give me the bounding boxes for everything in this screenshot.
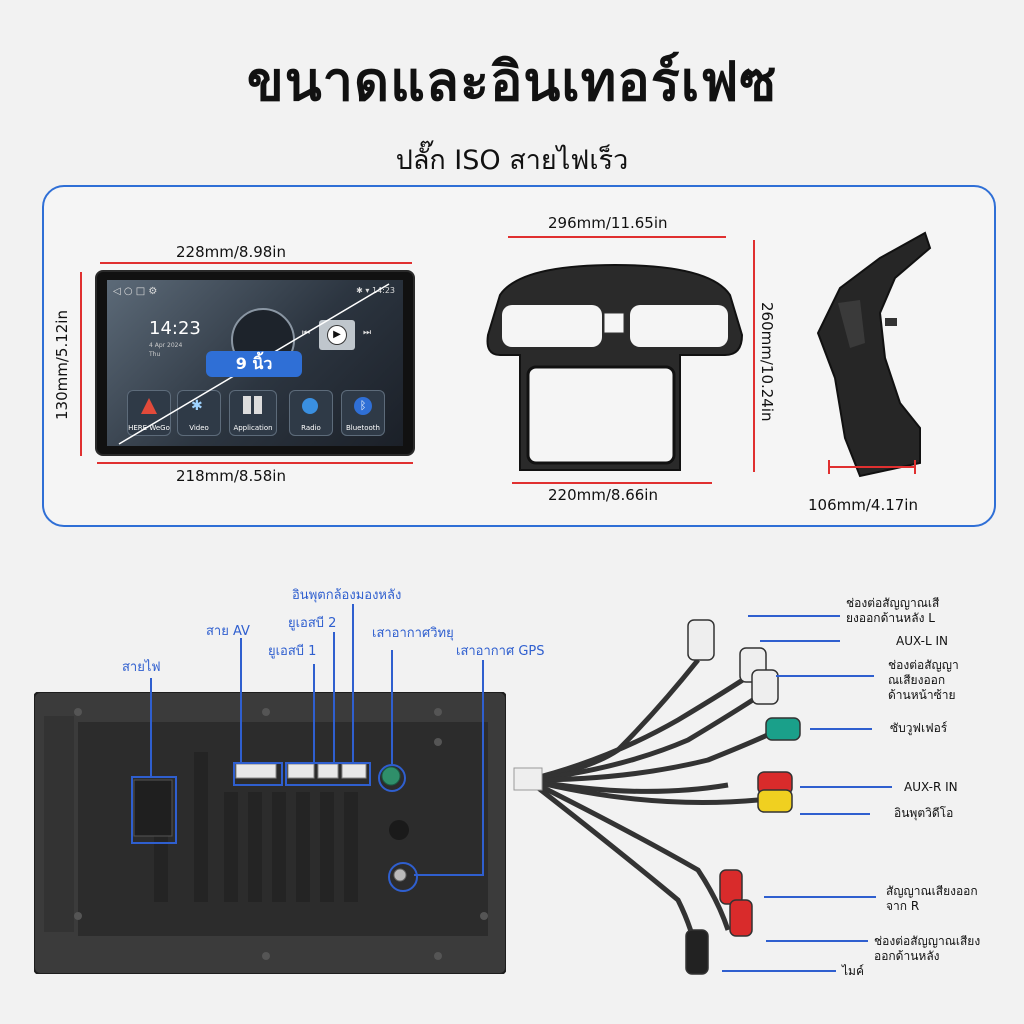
screen-width-top-line (100, 262, 412, 264)
label-rear-out-l: ช่องต่อสัญญาณเสี ยงออกด้านหลัง L (846, 596, 940, 625)
head-unit-screen: ◁ ○ □ ⚙ ✱ ▾ 14:23 14:23 4 Apr 2024 Thu ▶… (97, 272, 413, 454)
dash-frame-front (486, 263, 744, 471)
frame-width-top-label: 296mm/11.65in (548, 214, 668, 232)
depth-tick-right (914, 460, 916, 474)
clock-date: 4 Apr 2024 (149, 342, 183, 349)
label-video-in: อินพุตวิดีโอ (894, 806, 954, 820)
status-bar-right: ✱ ▾ 14:23 (356, 286, 395, 295)
av-line (240, 638, 242, 762)
arrow-video-in (800, 813, 870, 815)
cable-harness (513, 619, 801, 975)
screen-width-bottom-line (97, 462, 413, 464)
gps-antenna-line-v (482, 660, 484, 876)
radio-icon (302, 398, 318, 414)
arrow-aux-l (760, 640, 840, 642)
app-label-application: Application (233, 424, 273, 432)
status-bar-nav-icons: ◁ ○ □ ⚙ (113, 286, 158, 297)
depth-tick-left (828, 460, 830, 474)
gps-antenna-highlight (388, 862, 418, 892)
label-usb1: ยูเอสบี 1 (268, 644, 317, 659)
screen-height-label: 130mm/5.12in (53, 310, 71, 420)
arrow-rear-out-l (748, 615, 840, 617)
arrow-aux-r (800, 786, 892, 788)
arrow-mic (722, 970, 836, 972)
usb1-line (313, 664, 315, 762)
play-icon: ▶ (328, 326, 346, 344)
av-connector-highlight (233, 762, 283, 786)
frame-height-label: 260mm/10.24in (758, 302, 776, 422)
frame-width-top-line (508, 236, 726, 238)
label-aux-r: AUX-R IN (904, 780, 958, 794)
app-tile-application: Application (229, 390, 277, 436)
dash-frame-side (816, 231, 932, 478)
label-mic: ไมค์ (842, 964, 864, 978)
power-line (150, 678, 152, 776)
label-rear-out: ช่องต่อสัญญาณเสียง ออกด้านหลัง (874, 934, 981, 963)
rear-cam-line (352, 604, 354, 762)
label-rear-camera: อินพุตกล้องมองหลัง (292, 588, 402, 603)
label-subwoofer: ซับวูฟเฟอร์ (890, 721, 948, 735)
depth-line (828, 466, 916, 468)
label-aux-l: AUX-L IN (896, 634, 948, 648)
usb-connector-highlight (285, 762, 371, 786)
app-tile-video: ✱ Video (177, 390, 221, 436)
page-subtitle: ปลั๊ก ISO สายไฟเร็ว (395, 145, 629, 176)
video-icon: ✱ (191, 398, 203, 414)
frame-width-bottom-line (512, 482, 712, 484)
label-radio-antenna: เสาอากาศวิทยุ (372, 626, 454, 641)
arrow-subwoofer (810, 728, 872, 730)
label-gps-antenna: เสาอากาศ GPS (456, 644, 545, 659)
app-tile-radio: Radio (289, 390, 333, 436)
label-power: สายไฟ (122, 660, 161, 675)
app-tile-bluetooth: ᛒ Bluetooth (341, 390, 385, 436)
here-wego-icon (141, 398, 157, 414)
clock-weekday: Thu (149, 351, 161, 358)
app-label-radio: Radio (301, 424, 321, 432)
screen-size-badge: 9 นิ้ว (206, 351, 302, 377)
unit-back-panel (34, 692, 506, 974)
power-connector-highlight (131, 776, 177, 844)
app-label-here-wego: HERE WeGo (128, 424, 170, 432)
radio-antenna-line (391, 650, 393, 764)
page-title: ขนาดและอินเทอร์เฟซ (246, 50, 778, 113)
label-av: สาย AV (206, 624, 250, 639)
bluetooth-icon: ᛒ (354, 397, 372, 415)
app-tile-here-wego: HERE WeGo (127, 390, 171, 436)
app-label-video: Video (189, 424, 209, 432)
screen-height-line (80, 272, 82, 456)
gps-antenna-line-h (414, 874, 484, 876)
application-icon (243, 396, 263, 414)
frame-height-line (753, 240, 755, 472)
arrow-out-r (764, 896, 876, 898)
harness-plug (513, 767, 543, 791)
usb2-line (333, 632, 335, 762)
depth-label: 106mm/4.17in (808, 496, 918, 514)
arrow-rear-out (766, 940, 868, 942)
frame-width-bottom-label: 220mm/8.66in (548, 486, 658, 504)
app-label-bluetooth: Bluetooth (346, 424, 380, 432)
label-front-left-out: ช่องต่อสัญญา ณเสียงออก ด้านหน้าซ้าย (888, 658, 959, 702)
screen-width-bottom-label: 218mm/8.58in (176, 467, 286, 485)
arrow-front-left-out (776, 675, 874, 677)
screen-width-top-label: 228mm/8.98in (176, 243, 286, 261)
clock-time: 14:23 (149, 318, 201, 339)
radio-antenna-highlight (378, 764, 406, 792)
media-album-art: ▶ (319, 320, 355, 350)
label-usb2: ยูเอสบี 2 (288, 616, 337, 631)
next-track-icon: ⏭ (363, 328, 372, 338)
label-out-r: สัญญาณเสียงออก จาก R (886, 884, 978, 913)
